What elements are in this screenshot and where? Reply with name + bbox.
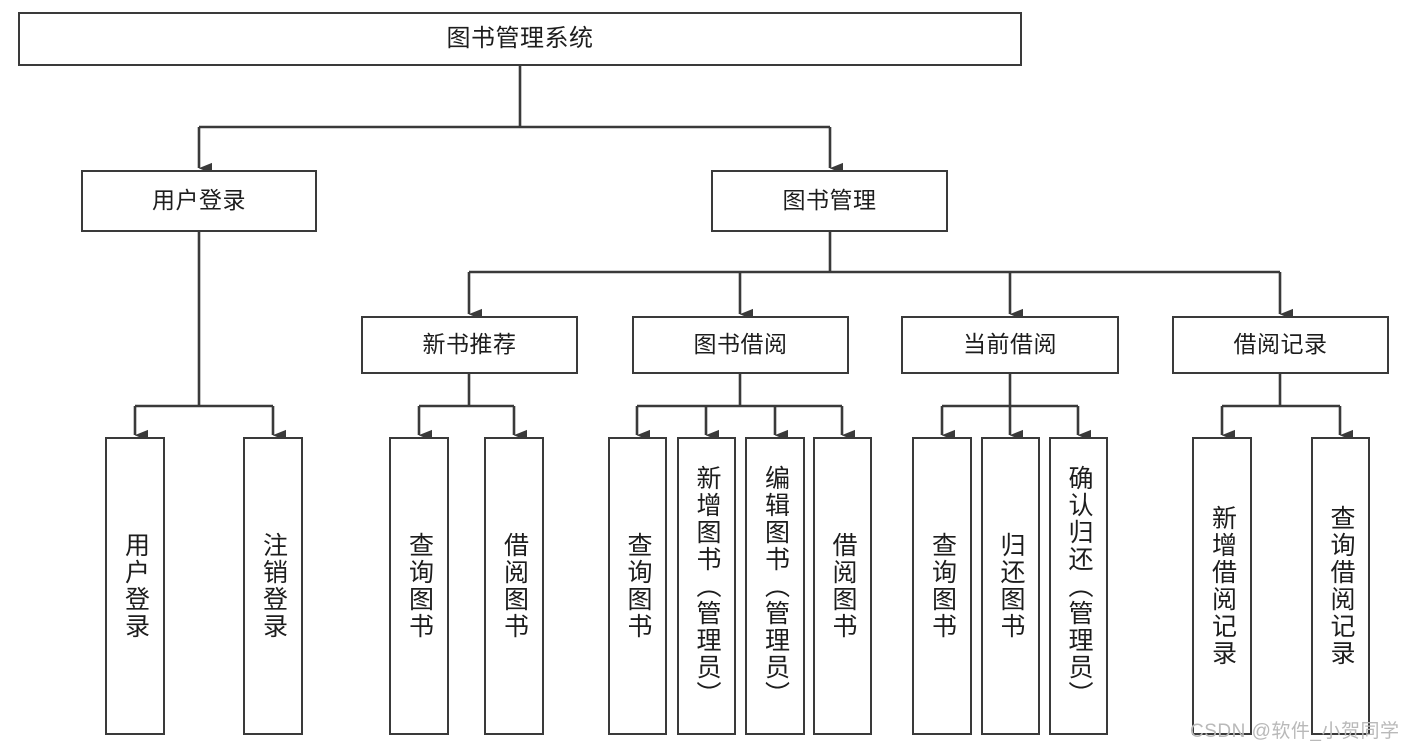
node-label: 图书借阅 (693, 331, 788, 358)
leaf-query-book-current[interactable]: 查询图书 (912, 437, 972, 735)
node-current-borrow[interactable]: 当前借阅 (901, 316, 1119, 374)
node-label: 查询图书 (624, 532, 652, 640)
node-label: 新书推荐 (422, 331, 517, 358)
node-label: 图书管理系统 (446, 24, 594, 52)
leaf-logout[interactable]: 注销登录 (243, 437, 303, 735)
node-label: 新增借阅记录 (1208, 505, 1237, 667)
node-label: 用户登录 (152, 187, 246, 214)
leaf-add-book-admin[interactable]: 新增图书（管理员） (677, 437, 736, 735)
leaf-query-book-borrow[interactable]: 查询图书 (608, 437, 667, 735)
leaf-add-borrow-record[interactable]: 新增借阅记录 (1192, 437, 1252, 735)
node-label: 新增图书（管理员） (693, 464, 721, 708)
node-label: 编辑图书（管理员） (761, 464, 790, 708)
node-label: 借阅图书 (500, 532, 529, 640)
leaf-query-book-recommend[interactable]: 查询图书 (389, 437, 449, 735)
leaf-edit-book-admin[interactable]: 编辑图书（管理员） (745, 437, 805, 735)
node-label: 查询图书 (928, 532, 957, 640)
leaf-query-borrow-record[interactable]: 查询借阅记录 (1311, 437, 1370, 735)
node-label: 查询借阅记录 (1327, 505, 1355, 667)
leaf-borrow-book-borrow[interactable]: 借阅图书 (813, 437, 872, 735)
node-label: 查询图书 (405, 532, 434, 640)
node-borrow-record[interactable]: 借阅记录 (1172, 316, 1389, 374)
node-book-management[interactable]: 图书管理 (711, 170, 948, 232)
node-label: 确认归还（管理员） (1065, 464, 1093, 708)
node-label: 注销登录 (259, 532, 288, 640)
node-new-book-recommend[interactable]: 新书推荐 (361, 316, 578, 374)
node-label: 图书管理 (782, 187, 877, 214)
node-label: 用户登录 (121, 532, 150, 640)
leaf-borrow-book-recommend[interactable]: 借阅图书 (484, 437, 544, 735)
leaf-user-login[interactable]: 用户登录 (105, 437, 165, 735)
node-label: 借阅图书 (829, 532, 857, 640)
node-label: 当前借阅 (963, 331, 1057, 358)
node-label: 借阅记录 (1233, 331, 1328, 358)
leaf-return-book[interactable]: 归还图书 (981, 437, 1040, 735)
node-label: 归还图书 (997, 532, 1025, 640)
node-user-login[interactable]: 用户登录 (81, 170, 317, 232)
node-root-library-system[interactable]: 图书管理系统 (18, 12, 1022, 66)
node-book-borrow[interactable]: 图书借阅 (632, 316, 849, 374)
leaf-confirm-return-admin[interactable]: 确认归还（管理员） (1049, 437, 1108, 735)
